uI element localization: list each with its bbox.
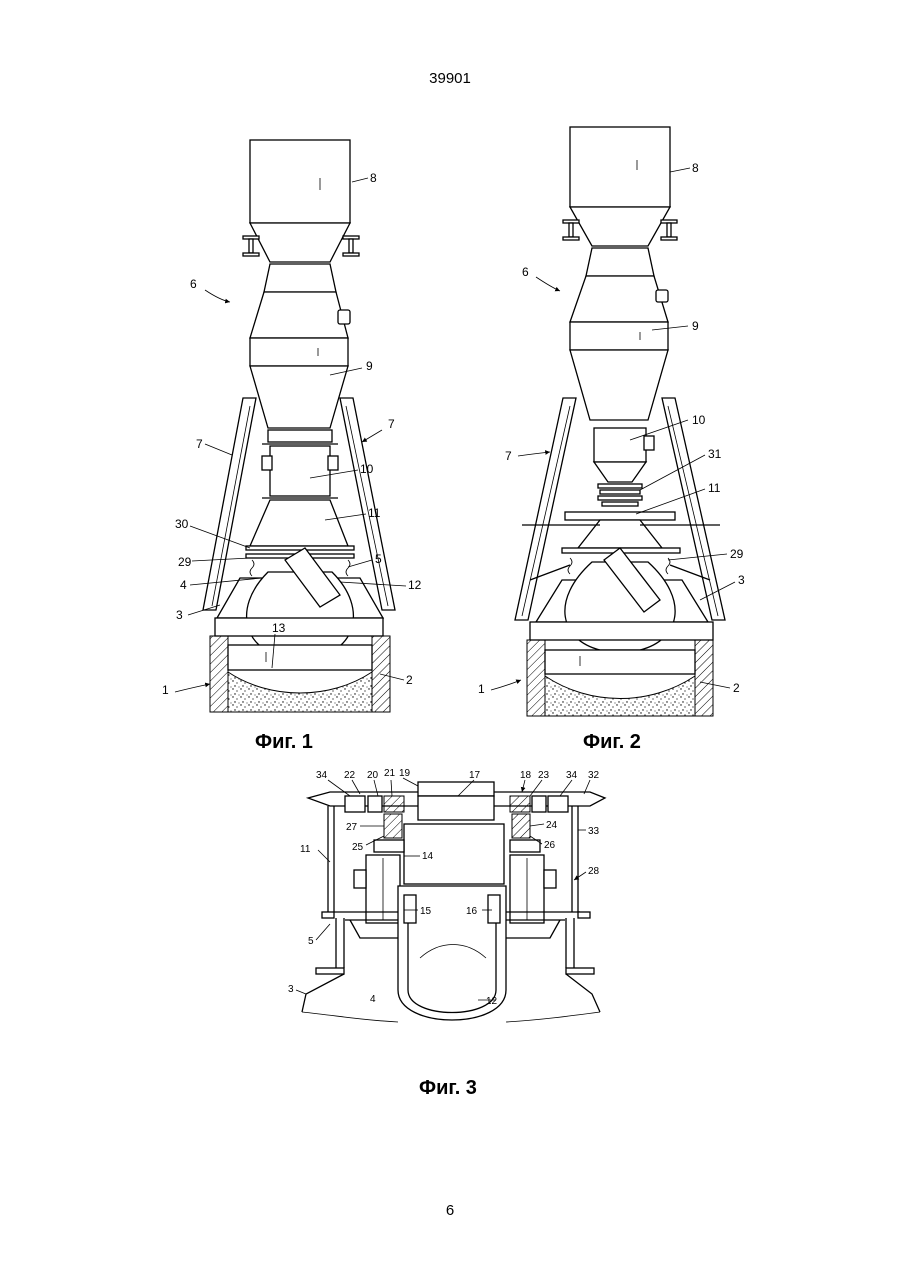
fig3-label-15: 15: [420, 906, 432, 917]
fig3-label-20: 20: [367, 770, 379, 781]
fig1-caption: Фиг. 1: [255, 731, 313, 753]
fig2-cyclone-top: [570, 276, 668, 322]
fig2-label-9: 9: [692, 319, 699, 333]
fig3-label-14: 14: [422, 851, 434, 862]
fig2-caption: Фиг. 2: [583, 731, 641, 753]
fig1-label-3: 3: [176, 608, 183, 622]
fig2-label-29: 29: [730, 547, 744, 561]
fig1-label-11: 11: [368, 506, 381, 520]
fig1-beam-left: [243, 236, 259, 256]
page-number-bottom: 6: [0, 1202, 900, 1219]
fig1-label-13: 13: [272, 621, 286, 635]
fig1-melt: [228, 672, 372, 712]
fig1-label-8: 8: [370, 171, 377, 185]
fig3-label-19: 19: [399, 768, 411, 779]
fig3-shaft-14: [404, 824, 504, 884]
figure-2: 8 6 9 10 7 31 11 29 3 1 2 Фиг. 2: [478, 127, 745, 753]
fig2-cyclone-cone: [570, 350, 668, 420]
fig1-label-7-right: 7: [388, 417, 395, 431]
fig3-label-5: 5: [308, 936, 314, 947]
fig2-cyclone-body: [570, 322, 668, 350]
fig1-label-30: 30: [175, 517, 189, 531]
fig3-label-24: 24: [546, 820, 558, 831]
fig1-cyclone-cone: [250, 366, 348, 428]
fig2-label-10: 10: [692, 413, 706, 427]
fig1-cyclone-top: [250, 292, 348, 338]
fig1-label-10: 10: [360, 462, 374, 476]
fig1-label-2: 2: [406, 673, 413, 687]
fig1-lid-13: [228, 645, 372, 670]
fig3-label-26: 26: [544, 840, 556, 851]
fig1-label-12: 12: [408, 578, 422, 592]
fig1-section-10: [270, 446, 330, 496]
fig3-label-22: 22: [344, 770, 356, 781]
fig3-label-21: 21: [384, 768, 396, 779]
fig1-label-6: 6: [190, 277, 197, 291]
fig3-label-16: 16: [466, 906, 478, 917]
fig1-label-4: 4: [180, 578, 187, 592]
fig3-label-18: 18: [520, 770, 532, 781]
fig3-label-17: 17: [469, 770, 481, 781]
fig3-label-25: 25: [352, 842, 364, 853]
fig2-label-1: 1: [478, 682, 485, 696]
fig3-label-34-right: 34: [566, 770, 578, 781]
fig3-caption: Фиг. 3: [419, 1077, 477, 1099]
fig1-label-5: 5: [375, 552, 382, 566]
fig1-hopper: [250, 140, 350, 223]
fig3-sensor-16: [488, 895, 500, 923]
figure-3: 34 22 20 21 19 17 18 23 34 32 27 24 33 2…: [288, 768, 605, 1099]
fig3-label-12: 12: [486, 996, 498, 1007]
fig2-beam-left: [563, 220, 579, 240]
fig3-label-32: 32: [588, 770, 600, 781]
fig2-label-8: 8: [692, 161, 699, 175]
fig3-label-23: 23: [538, 770, 550, 781]
fig3-label-28: 28: [588, 866, 600, 877]
fig2-label-11: 11: [708, 481, 721, 495]
fig1-label-29: 29: [178, 555, 192, 569]
fig1-motor: [338, 310, 350, 324]
fig2-label-31: 31: [708, 447, 722, 461]
fig2-section-11: [578, 520, 662, 548]
fig2-bellows-31: [598, 484, 642, 506]
fig1-hopper-cone: [250, 223, 350, 262]
fig2-hopper: [570, 127, 670, 207]
fig2-label-7: 7: [505, 449, 512, 463]
fig3-label-11: 11: [300, 844, 311, 855]
fig1-section-11: [250, 500, 348, 546]
fig3-label-34-left: 34: [316, 770, 328, 781]
fig3-label-33: 33: [588, 826, 600, 837]
fig3-label-27: 27: [346, 822, 358, 833]
fig1-label-1: 1: [162, 683, 169, 697]
fig3-label-4: 4: [370, 994, 376, 1005]
fig2-section-10: [594, 428, 646, 462]
fig2-label-2: 2: [733, 681, 740, 695]
fig2-beam-right: [661, 220, 677, 240]
fig1-bulb: [247, 572, 354, 655]
fig2-label-3: 3: [738, 573, 745, 587]
fig1-label-9: 9: [366, 359, 373, 373]
figure-1: 8 6 9 7 7 10 11 30 29 5 4 12 3 13 1 2 Фи…: [162, 140, 422, 753]
fig2-label-6: 6: [522, 265, 529, 279]
fig3-sensor-15: [404, 895, 416, 923]
fig3-block-17: [418, 796, 494, 820]
fig1-beam-right: [343, 236, 359, 256]
fig3-label-3: 3: [288, 984, 294, 995]
fig1-label-7-left: 7: [196, 437, 203, 451]
fig1-cyclone-body: [250, 338, 348, 366]
